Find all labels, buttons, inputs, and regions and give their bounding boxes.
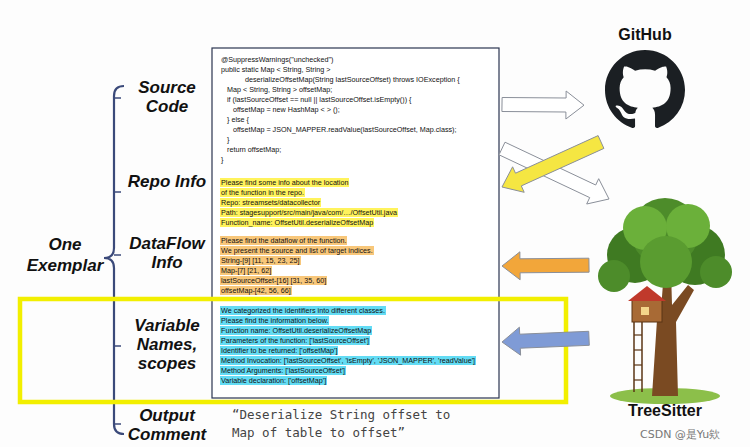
text-line: String-[9] [11, 15, 23, 25] — [220, 256, 496, 266]
row-label: Source Code — [126, 78, 208, 116]
variable-info-block: We categorized the identifiers into diff… — [220, 306, 496, 386]
text-line: Parameters of the function: ['lastSource… — [220, 336, 496, 346]
code-line: } — [226, 135, 230, 144]
row-label: DataFlow Info — [126, 234, 208, 272]
code-line: Map < String, String > offsetMap; — [226, 85, 333, 94]
code-line: public static Map < String, String > — [220, 65, 331, 74]
text-line: @SuppressWarnings("unchecked") — [220, 55, 496, 65]
text-line: if (lastSourceOffset == null || lastSour… — [220, 95, 496, 105]
treesitter-tree — [598, 198, 732, 404]
exemplar-panel — [212, 48, 499, 398]
highlighted-line: Please find the dataflow of the function… — [220, 236, 347, 245]
white-arrow — [502, 91, 584, 119]
output-comment: “Deserialize String offset to — [232, 407, 450, 422]
text-line: } else { — [220, 115, 496, 125]
yellow-arrow — [502, 136, 604, 193]
code-line: offsetMap = new HashMap < > (); — [232, 105, 341, 114]
highlighted-line: Repo: streamsets/datacollector — [220, 198, 321, 207]
treesitter-node: TreeSitter — [595, 205, 735, 420]
text-line: Identifier to be returned: ['offsetMap'] — [220, 346, 496, 356]
text-line: of the function in the repo. — [220, 188, 496, 198]
highlighted-line: Parameters of the function: ['lastSource… — [220, 336, 370, 345]
text-line: return offsetMap; — [220, 145, 496, 155]
row-label: Variable Names, scopes — [126, 316, 208, 373]
text-line: Map < String, String > offsetMap; — [220, 85, 496, 95]
text-line: We present the source and list of target… — [220, 246, 496, 256]
highlighted-line: Path: stagesupport/src/main/java/com/…/O… — [220, 208, 398, 217]
highlighted-line: We categorized the identifiers into diff… — [220, 306, 386, 315]
text-line: lastSourceOffset-[16] [31, 35, 60] — [220, 276, 496, 286]
curly-bracket — [104, 86, 124, 434]
highlighted-line: of the function in the repo. — [220, 188, 305, 197]
highlighted-line: String-[9] [11, 15, 23, 25] — [220, 256, 301, 265]
watermark: CSDN @是Yu欸 — [640, 427, 720, 442]
text-line: deserializeOffsetMap(String lastSourceOf… — [220, 75, 496, 85]
text-line: offsetMap = JSON_MAPPER.readValue(lastSo… — [220, 125, 496, 135]
text-line: Path: stagesupport/src/main/java/com/…/O… — [220, 208, 496, 218]
orange-arrow — [502, 252, 589, 280]
text-line: We categorized the identifiers into diff… — [220, 306, 496, 316]
text-line: Map-[7] [21, 62] — [220, 266, 496, 276]
row-label: Output Comment — [126, 406, 208, 444]
text-line: Please find the information below. — [220, 316, 496, 326]
code-line: if (lastSourceOffset == null || lastSour… — [226, 95, 412, 104]
node-label: GitHub — [618, 26, 671, 44]
highlighted-line: Identifier to be returned: ['offsetMap'] — [220, 346, 338, 355]
code-line: deserializeOffsetMap(String lastSourceOf… — [244, 75, 461, 84]
code-line: } else { — [226, 115, 250, 124]
highlighted-line: Function_name: OffsetUtil.deserializeOff… — [220, 218, 374, 227]
text-line: Function name: OffsetUtil.deserializeOff… — [220, 326, 496, 336]
text-line: } — [220, 155, 496, 165]
highlighted-line: offsetMap-[42, 56, 66] — [220, 286, 292, 295]
text-line: offsetMap-[42, 56, 66] — [220, 286, 496, 296]
code-line: } — [220, 155, 224, 164]
highlighted-line: Please find some info about the location — [220, 178, 349, 187]
text-line: Please find the dataflow of the function… — [220, 236, 496, 246]
output-comment: Map of table to offset” — [232, 425, 405, 440]
text-line: public static Map < String, String > — [220, 65, 496, 75]
code-line: @SuppressWarnings("unchecked") — [220, 55, 334, 64]
dataflow-block: Please find the dataflow of the function… — [220, 236, 496, 296]
highlighted-line: Variable declaration: ['offsetMap'] — [220, 376, 327, 385]
highlighted-line: We present the source and list of target… — [220, 246, 374, 255]
highlighted-line: Method Arguments: ['lastSourceOffset'] — [220, 366, 346, 375]
node-label: TreeSitter — [628, 402, 702, 420]
row-label: Repo Info — [126, 172, 208, 191]
group-label: One Exemplar — [22, 234, 108, 276]
text-line: Please find some info about the location — [220, 178, 496, 188]
text-line: Method Arguments: ['lastSourceOffset'] — [220, 366, 496, 376]
code-line: offsetMap = JSON_MAPPER.readValue(lastSo… — [232, 125, 458, 134]
highlighted-line: Function name: OffsetUtil.deserializeOff… — [220, 326, 372, 335]
source-code-block: @SuppressWarnings("unchecked")public sta… — [220, 55, 496, 165]
blue-arrow — [502, 327, 589, 355]
github-icon — [605, 50, 685, 128]
text-line: Variable declaration: ['offsetMap'] — [220, 376, 496, 386]
highlighted-line: Method Invocation: ['lastSourceOffset', … — [220, 356, 476, 365]
highlighted-line: Please find the information below. — [220, 316, 329, 325]
github-node: GitHub — [590, 26, 700, 136]
text-line: Method Invocation: ['lastSourceOffset', … — [220, 356, 496, 366]
text-line: } — [220, 135, 496, 145]
text-line: offsetMap = new HashMap < > (); — [220, 105, 496, 115]
bracket-ticks — [114, 98, 121, 424]
highlighted-line: lastSourceOffset-[16] [31, 35, 60] — [220, 276, 327, 285]
text-line: Repo: streamsets/datacollector — [220, 198, 496, 208]
highlight-frame — [20, 299, 566, 402]
code-line: return offsetMap; — [226, 145, 282, 154]
repo-info-block: Please find some info about the location… — [220, 178, 496, 228]
highlighted-line: Map-[7] [21, 62] — [220, 266, 272, 275]
text-line: Function_name: OffsetUtil.deserializeOff… — [220, 218, 496, 228]
